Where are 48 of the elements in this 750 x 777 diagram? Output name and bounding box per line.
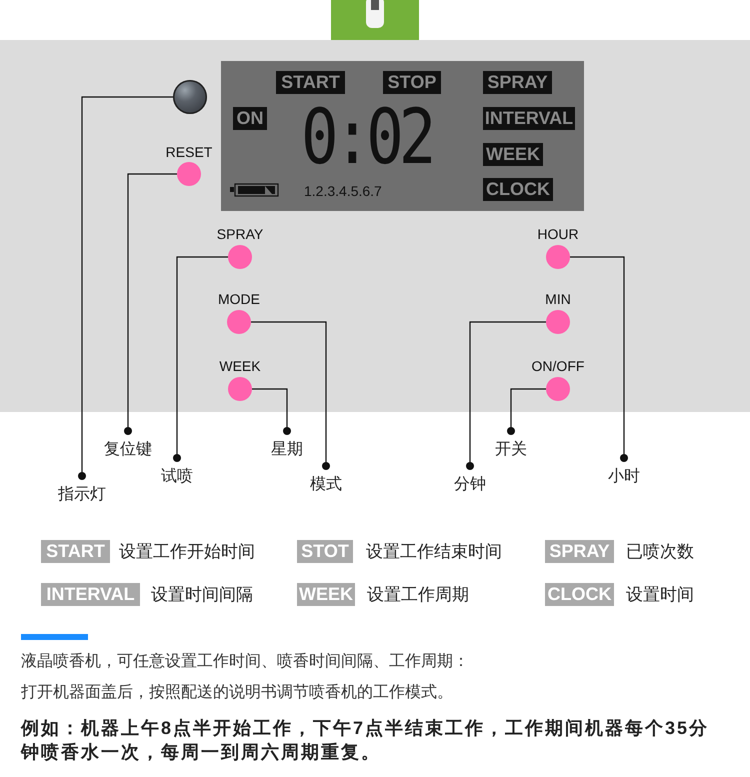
lcd-display <box>221 61 584 211</box>
example-paragraph: 例如：机器上午8点半开始工作，下午7点半结束工作，工作期间机器每个35分钟喷香水一次，每周一到周六周期重复。 <box>21 717 710 764</box>
mode-tag: CLOCK <box>545 583 614 606</box>
leader-line <box>507 388 546 435</box>
lcd-indicator: WEEK <box>483 143 543 166</box>
leader-line <box>466 321 546 470</box>
button-label: RESET <box>164 144 214 160</box>
mode-tag: START <box>41 540 110 563</box>
tag-description: 设置时间 <box>626 584 694 606</box>
day-numbers: 1.2.3.4.5.6.7 <box>304 183 382 199</box>
callout-label: 试喷 <box>161 458 193 486</box>
mode-tag: SPRAY <box>545 540 614 563</box>
callout-label: 星期 <box>271 431 303 459</box>
lcd-indicator: SPRAY <box>483 71 552 94</box>
button-label: WEEK <box>218 358 262 374</box>
button-label: MODE <box>217 291 261 307</box>
button-label: SPRAY <box>216 226 264 242</box>
callout-label: 指示灯 <box>58 476 106 504</box>
paragraph: 液晶喷香机，可任意设置工作时间、喷香时间间隔、工作周期： <box>21 652 470 672</box>
tag-description: 已喷次数 <box>626 541 694 563</box>
tag-description: 设置时间间隔 <box>151 584 253 606</box>
button-label: HOUR <box>536 226 580 242</box>
callout-label: 开关 <box>495 431 527 459</box>
lcd-indicator: CLOCK <box>483 178 553 201</box>
mode-tag: WEEK <box>297 583 355 606</box>
leader-line <box>124 173 177 435</box>
leader-line <box>173 256 228 462</box>
callout-label: 小时 <box>608 458 640 486</box>
callout-label: 复位键 <box>104 431 152 459</box>
leader-line <box>252 388 291 435</box>
button-label: MIN <box>544 291 572 307</box>
mode-tag: INTERVAL <box>41 583 140 606</box>
lcd-indicator: STOP <box>383 71 441 94</box>
button-label: ON/OFF <box>530 358 586 374</box>
callout-label: 模式 <box>310 466 342 494</box>
lcd-indicator: INTERVAL <box>483 107 575 130</box>
tag-description: 设置工作开始时间 <box>119 541 255 563</box>
tag-description: 设置工作周期 <box>367 584 469 606</box>
lcd-indicator: START <box>276 71 345 94</box>
leader-line <box>251 321 330 470</box>
lcd-indicator: ON <box>233 107 267 130</box>
digit-readout: 0:02 <box>301 99 432 175</box>
tag-description: 设置工作结束时间 <box>366 541 502 563</box>
leader-line <box>78 96 173 480</box>
mode-tag: STOT <box>297 540 353 563</box>
callout-label: 分钟 <box>454 466 486 494</box>
leader-line <box>570 256 628 462</box>
paragraph: 打开机器面盖后，按照配送的说明书调节喷香机的工作模式。 <box>21 682 454 703</box>
